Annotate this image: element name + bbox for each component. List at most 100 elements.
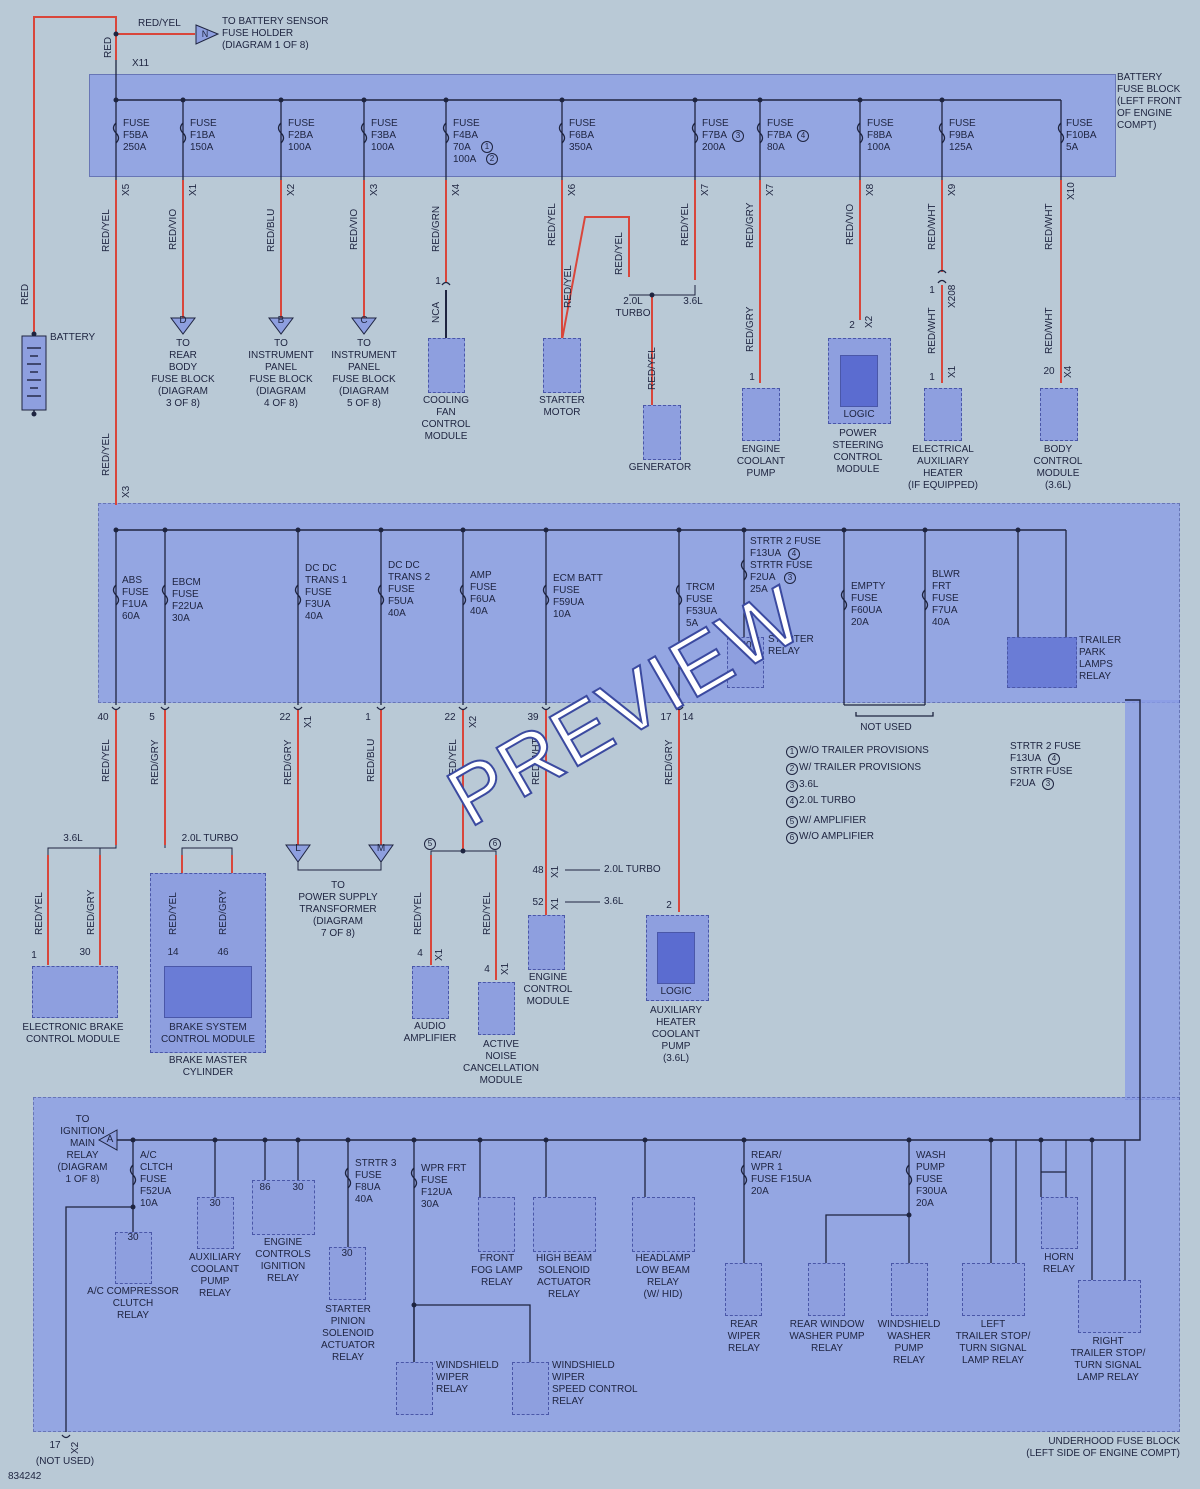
pin-17-not-used: 17 xyxy=(49,1440,61,1451)
rear-wiper-relay-label: REAR WIPER RELAY xyxy=(727,1319,761,1354)
generator-label: GENERATOR xyxy=(628,462,692,473)
cooling-fan-control-module xyxy=(428,338,465,393)
front-fog-lamp-relay xyxy=(478,1197,515,1252)
fuse-f6ba: FUSE F6BA 350A xyxy=(569,118,596,153)
ip-fuse-block-4-label: TO INSTRUMENT PANEL FUSE BLOCK (DIAGRAM … xyxy=(248,338,314,409)
wire-redyel-bscm1: RED/YEL xyxy=(168,892,179,935)
pin-1-dcdc2: 1 xyxy=(365,712,371,723)
legend-6-circle: 6 xyxy=(786,832,798,844)
wire-redgry-ebcm2: RED/GRY xyxy=(86,889,97,935)
wire-redgry-pump: RED/GRY xyxy=(745,306,756,352)
high-beam-relay-label: HIGH BEAM SOLENOID ACTUATOR RELAY xyxy=(535,1253,593,1300)
conn-x1-ecm1: X1 xyxy=(550,865,561,878)
wire-redyel-gen-top: RED/YEL xyxy=(614,232,625,275)
rear-body-fuse-block-label: TO REAR BODY FUSE BLOCK (DIAGRAM 3 OF 8) xyxy=(151,338,215,409)
fuse-wpr-frt: WPR FRT FUSE F12UA 30A xyxy=(421,1163,467,1210)
note-6-anc: 6 xyxy=(489,838,501,850)
ecm-v6-label: 3.6L xyxy=(604,896,624,907)
pin-30-strtr: 30 xyxy=(341,1248,353,1259)
fuse-trcm: TRCM FUSE F53UA 5A xyxy=(686,582,718,629)
conn-x6: X6 xyxy=(567,183,578,196)
aux-heater-label: ELECTRICAL AUXILIARY HEATER (IF EQUIPPED… xyxy=(907,444,978,491)
body-control-label: BODY CONTROL MODULE (3.6L) xyxy=(1033,444,1083,491)
wire-redwht-bcm: RED/WHT xyxy=(1044,307,1055,354)
pin-4-anc: 4 xyxy=(484,964,490,975)
pin-39: 39 xyxy=(527,712,539,723)
v6-label-gen: 3.6L xyxy=(683,296,703,307)
fuse-ecm-batt: ECM BATT FUSE F59UA 10A xyxy=(553,573,603,620)
pin-17: 17 xyxy=(660,712,672,723)
pin-14: 14 xyxy=(682,712,694,723)
fuse-f9ba: FUSE F9BA 125A xyxy=(949,118,976,153)
legend-2: W/ TRAILER PROVISIONS xyxy=(799,762,922,773)
pin-2-psc: 2 xyxy=(849,320,855,331)
conn-x7-b: X7 xyxy=(765,183,776,196)
windshield-wiper-relay xyxy=(396,1362,433,1415)
pin-30-ac: 30 xyxy=(127,1232,139,1243)
battery-sensor-label: TO BATTERY SENSOR FUSE HOLDER (DIAGRAM 1… xyxy=(222,16,329,51)
engine-control-module xyxy=(528,915,565,970)
wire-redgry-bscm2: RED/GRY xyxy=(218,889,229,935)
trailer-park-lamps-relay xyxy=(1007,637,1077,688)
ebcm-label: ELECTRONIC BRAKE CONTROL MODULE xyxy=(22,1022,124,1045)
battery-fuse-block xyxy=(89,74,1116,177)
right-trailer-stop-turn-relay xyxy=(1078,1280,1141,1333)
trailer-relay-label: TRAILER PARK LAMPS RELAY xyxy=(1079,635,1122,682)
engine-controls-ignition-relay xyxy=(252,1180,315,1235)
battery-fuse-block-label: BATTERY FUSE BLOCK (LEFT FRONT OF ENGINE… xyxy=(1117,72,1182,131)
starter-relay-label: STARTER RELAY xyxy=(768,634,814,657)
conn-x2-top: X2 xyxy=(286,183,297,196)
wire-redblu-dcdc2: RED/BLU xyxy=(366,738,377,782)
note-1-f4ba: 1 xyxy=(481,141,493,153)
pin-30-eng: 30 xyxy=(292,1182,304,1193)
generator xyxy=(643,405,681,460)
brake-system-control-module xyxy=(164,966,252,1018)
windshield-wiper-speed-control-relay xyxy=(512,1362,549,1415)
power-supply-transformer-label: TO POWER SUPPLY TRANSFORMER (DIAGRAM 7 O… xyxy=(298,880,378,939)
conn-x9: X9 xyxy=(947,183,958,196)
bscm-label: BRAKE SYSTEM CONTROL MODULE xyxy=(160,1022,256,1045)
underhood-fuse-block-label: UNDERHOOD FUSE BLOCK (LEFT SIDE OF ENGIN… xyxy=(1026,1436,1180,1459)
wire-redvio-x3: RED/VIO xyxy=(349,208,360,250)
fuse-f3ba: FUSE F3BA 100A xyxy=(371,118,398,153)
connector-b: B xyxy=(277,315,285,326)
note-4-f7ba: 4 xyxy=(797,130,809,142)
legend-5: W/ AMPLIFIER xyxy=(799,815,867,826)
rear-window-washer-pump-relay xyxy=(808,1263,845,1316)
turbo-label-gen: 2.0L TURBO xyxy=(615,296,651,319)
pin-48-ecm: 48 xyxy=(532,865,544,876)
conn-x3-top: X3 xyxy=(369,183,380,196)
pin-30-starter-relay: 30 xyxy=(740,640,752,651)
legend-6: W/O AMPLIFIER xyxy=(799,831,875,842)
battery-label: BATTERY xyxy=(50,332,96,343)
pin-22-b: 22 xyxy=(444,712,456,723)
conn-x3-feed: X3 xyxy=(121,485,132,498)
wire-redyel-sensor: RED/YEL xyxy=(138,18,181,29)
wire-nca: NCA xyxy=(431,301,442,323)
conn-x1-ecm2: X1 xyxy=(550,897,561,910)
conn-x8: X8 xyxy=(865,183,876,196)
fuse-ac-clutch: A/C CLTCH FUSE F52UA 10A xyxy=(140,1150,173,1209)
legend-3-circle: 3 xyxy=(786,780,798,792)
conn-x1-heater: X1 xyxy=(947,365,958,378)
engine-controls-relay-label: ENGINE CONTROLS IGNITION RELAY xyxy=(255,1237,311,1284)
connector-m: M xyxy=(376,843,386,854)
fuse-empty: EMPTY FUSE F60UA 20A xyxy=(851,581,886,628)
fuse-f4ba: FUSE F4BA 70A 100A xyxy=(453,118,480,165)
underhood-fuse-block-upper xyxy=(98,503,1180,703)
pin-5: 5 xyxy=(149,712,155,723)
diagram-id: 834242 xyxy=(8,1471,42,1482)
windshield-wiper-relay-label: WINDSHIELD WIPER RELAY xyxy=(436,1360,499,1395)
fuse-wash-pump: WASH PUMP FUSE F30UA 20A xyxy=(916,1150,948,1209)
pin-14-bscm: 14 xyxy=(167,947,179,958)
electrical-auxiliary-heater xyxy=(924,388,962,441)
conn-x2-not-used: X2 xyxy=(70,1441,81,1454)
pin-52-ecm: 52 xyxy=(532,897,544,908)
pin-22-a: 22 xyxy=(279,712,291,723)
logic-aux-pump: LOGIC xyxy=(660,986,692,997)
pin-30-aux: 30 xyxy=(209,1198,221,1209)
starter-pinion-relay-label: STARTER PINION SOLENOID ACTUATOR RELAY xyxy=(320,1304,376,1363)
conn-x1-dcdc: X1 xyxy=(303,715,314,728)
